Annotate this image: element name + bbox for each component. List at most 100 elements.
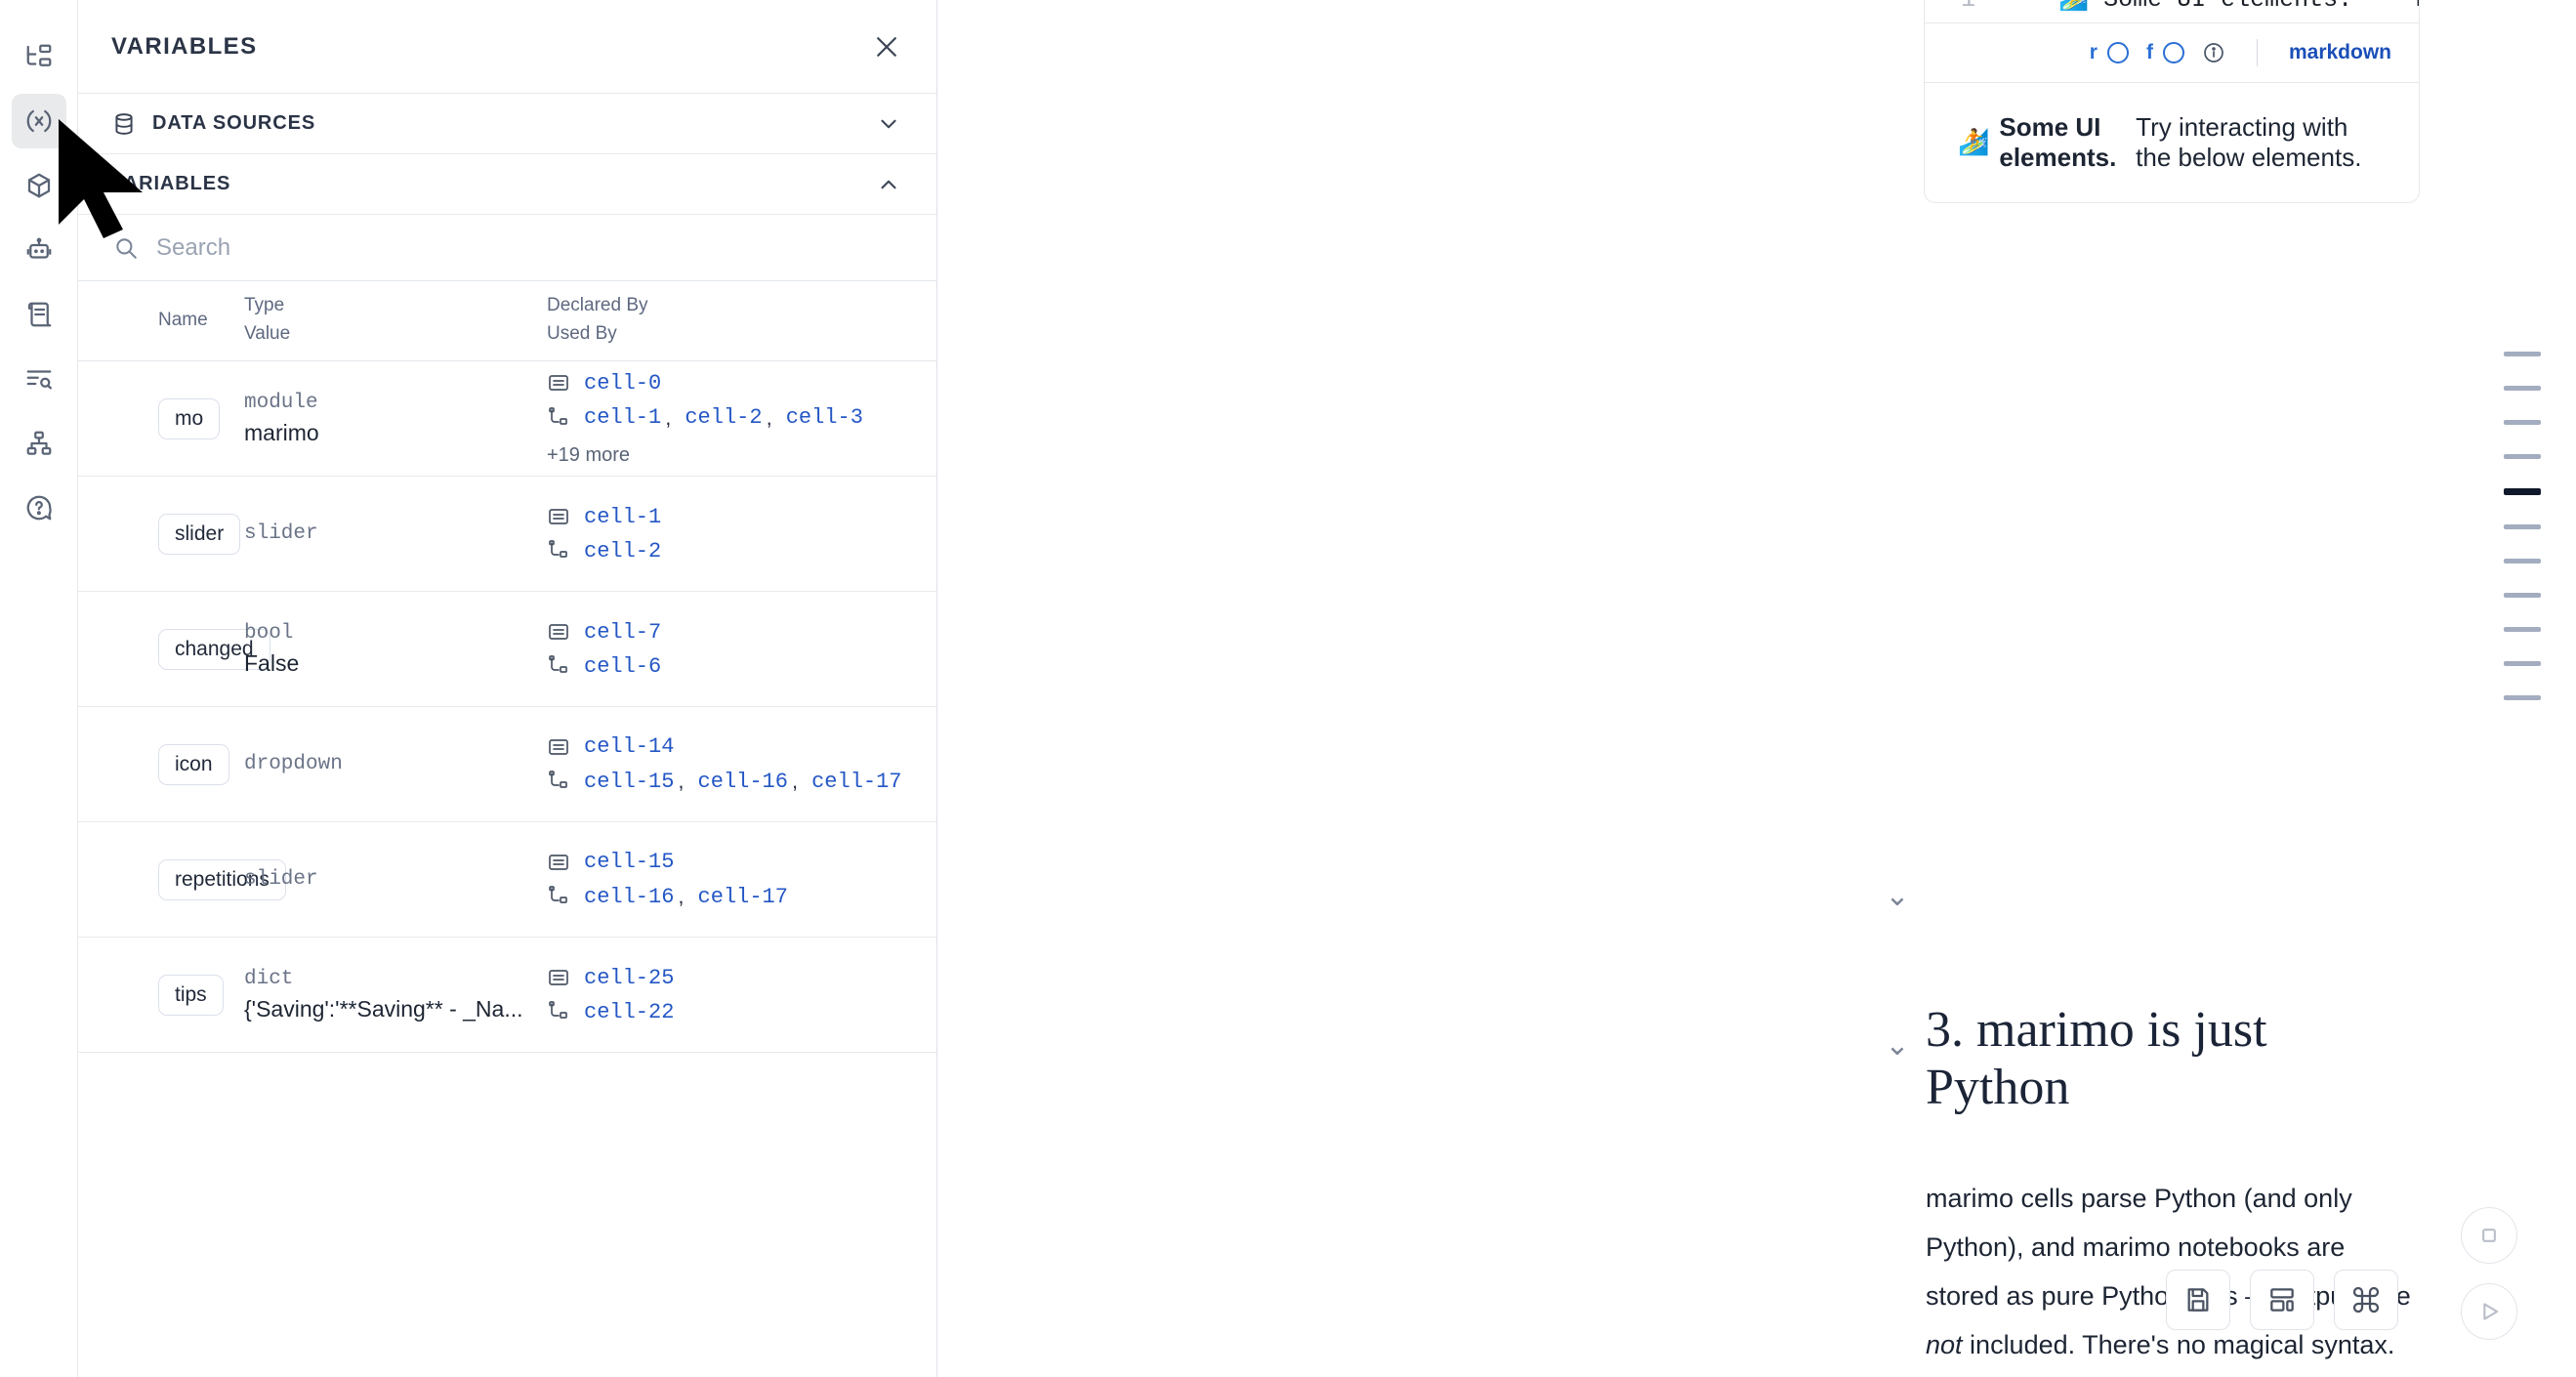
variable-type: module xyxy=(244,391,318,414)
close-icon xyxy=(872,32,901,62)
minimap-line[interactable] xyxy=(2504,559,2541,563)
toolbar-r-label: r xyxy=(2089,40,2098,63)
info-icon[interactable] xyxy=(2202,41,2225,64)
cell-link[interactable]: cell-17 xyxy=(811,769,902,794)
column-header-value: Value xyxy=(244,323,291,344)
sidebar-item-logs[interactable] xyxy=(12,352,66,406)
cell-link[interactable]: cell-14 xyxy=(584,734,675,759)
stop-button[interactable] xyxy=(2461,1207,2517,1264)
sidebar-item-scratchpad[interactable] xyxy=(12,287,66,342)
more-count-label[interactable]: +19 more xyxy=(547,443,631,466)
chevron-down-icon xyxy=(876,111,901,137)
cell-type-column: dict {'Saving':'**Saving** - _Na... xyxy=(244,968,547,1022)
cell-link[interactable]: cell-7 xyxy=(584,619,662,645)
help-icon xyxy=(24,493,54,522)
cell-link[interactable]: cell-6 xyxy=(584,653,662,679)
scratchpad-icon xyxy=(24,300,54,329)
cell-link[interactable]: cell-2 xyxy=(685,405,763,430)
notebook-cell-icon xyxy=(547,371,570,395)
section-label-data-sources: DATA SOURCES xyxy=(152,112,316,134)
cell-link[interactable]: cell-3 xyxy=(785,405,863,430)
save-button[interactable] xyxy=(2166,1270,2230,1330)
cell-name-column: slider xyxy=(78,513,244,555)
table-row: repetitions slider cell-15 cell-16, cell… xyxy=(78,822,936,938)
variable-name-chip[interactable]: changed xyxy=(158,628,270,670)
cell-language-label[interactable]: markdown xyxy=(2288,40,2391,63)
minimap-line[interactable] xyxy=(2504,488,2541,495)
cell-link[interactable]: cell-15 xyxy=(584,769,675,794)
minimap-line[interactable] xyxy=(2504,386,2541,391)
variable-name-chip[interactable]: icon xyxy=(158,743,229,785)
cell-link[interactable]: cell-17 xyxy=(697,884,788,909)
format-toggle[interactable]: f xyxy=(2146,41,2184,64)
declared-by-line: cell-1 xyxy=(547,505,919,529)
minimap-line[interactable] xyxy=(2504,524,2541,529)
notebook-cell-icon xyxy=(547,851,570,874)
dependency-icon xyxy=(547,406,570,430)
minimap-line[interactable] xyxy=(2504,454,2541,459)
table-row: slider slider cell-1 cell-2 xyxy=(78,477,936,592)
variable-name-chip[interactable]: repetitions xyxy=(158,858,286,900)
minimap-line[interactable] xyxy=(2504,593,2541,598)
table-row: icon dropdown cell-14 cell-15, cell-16, … xyxy=(78,707,936,822)
minimap-line[interactable] xyxy=(2504,352,2541,356)
left-icon-rail xyxy=(0,0,78,1377)
variables-icon xyxy=(24,106,54,136)
cell-toolbar: r f markdown xyxy=(1925,21,2419,83)
minimap-line[interactable] xyxy=(2504,627,2541,632)
variable-name-chip[interactable]: tips xyxy=(158,974,224,1016)
dependency-graph-icon xyxy=(24,429,54,458)
sidebar-item-dependency-graph[interactable] xyxy=(12,416,66,471)
declared-by-line: cell-7 xyxy=(547,620,919,645)
section-variables[interactable]: VARIABLES xyxy=(78,154,936,215)
surfer-emoji-icon: 🏄 xyxy=(1958,127,1990,156)
variable-type: slider xyxy=(244,522,318,545)
search-input[interactable] xyxy=(156,233,901,262)
run-on-change-toggle[interactable]: r xyxy=(2090,41,2129,64)
cell-link[interactable]: cell-15 xyxy=(584,850,675,874)
variable-value: marimo xyxy=(244,419,319,445)
cell-name-column: repetitions xyxy=(78,858,286,900)
command-palette-button[interactable] xyxy=(2334,1270,2398,1330)
used-by-line: cell-15, cell-16, cell-17 xyxy=(547,769,919,794)
markdown-text: Try interacting with the below elements. xyxy=(2136,111,2362,172)
section-data-sources[interactable]: DATA SOURCES xyxy=(78,94,936,154)
section-label-variables: VARIABLES xyxy=(111,173,231,194)
sidebar-item-variables[interactable] xyxy=(11,94,66,148)
column-header-declared-by: Declared By xyxy=(547,295,648,315)
cell-link[interactable]: cell-2 xyxy=(584,538,662,563)
cell-markdown-output: 🏄 Some UI elements. Try interacting with… xyxy=(1925,83,2419,202)
notebook-minimap[interactable] xyxy=(2504,352,2541,700)
variable-name-chip[interactable]: mo xyxy=(158,397,221,439)
cell-declared-used-column: cell-0 cell-1, cell-2, cell-3+19 more xyxy=(547,371,936,467)
sidebar-item-file-explorer[interactable] xyxy=(12,29,66,84)
cell-link[interactable]: cell-25 xyxy=(584,965,675,990)
variable-name-chip[interactable]: slider xyxy=(158,513,241,555)
cell-link[interactable]: cell-0 xyxy=(584,370,662,396)
cell-link[interactable]: cell-1 xyxy=(584,405,662,430)
minimap-line[interactable] xyxy=(2504,661,2541,666)
close-panel-button[interactable] xyxy=(872,32,901,62)
minimap-line[interactable] xyxy=(2504,695,2541,700)
cell-link[interactable]: cell-16 xyxy=(697,769,788,794)
sidebar-item-help[interactable] xyxy=(12,480,66,535)
run-button[interactable] xyxy=(2461,1283,2517,1340)
file-explorer-icon xyxy=(24,42,54,71)
cell-link[interactable]: cell-1 xyxy=(584,504,662,529)
cell-link[interactable]: cell-22 xyxy=(584,999,675,1024)
layout-button[interactable] xyxy=(2250,1270,2314,1330)
sidebar-item-packages[interactable] xyxy=(12,158,66,213)
sidebar-item-chat-assistant[interactable] xyxy=(12,223,66,277)
toolbar-f-label: f xyxy=(2145,40,2153,63)
fold-toggle-md[interactable]: ⌄ xyxy=(1885,879,1910,912)
cell-declared-used-column: cell-1 cell-2 xyxy=(547,505,936,563)
fold-toggle-section3[interactable]: ⌄ xyxy=(1885,1028,1910,1062)
line-number: 1 xyxy=(1925,0,1975,19)
divider xyxy=(2256,38,2258,66)
cell-link[interactable]: cell-16 xyxy=(584,884,675,909)
cell-type-column: bool False xyxy=(244,622,547,677)
save-icon xyxy=(2182,1284,2214,1315)
code-line[interactable]: 1 """🏄 Some UI elements.""" Try interact… xyxy=(1925,0,2419,22)
minimap-line[interactable] xyxy=(2504,420,2541,425)
